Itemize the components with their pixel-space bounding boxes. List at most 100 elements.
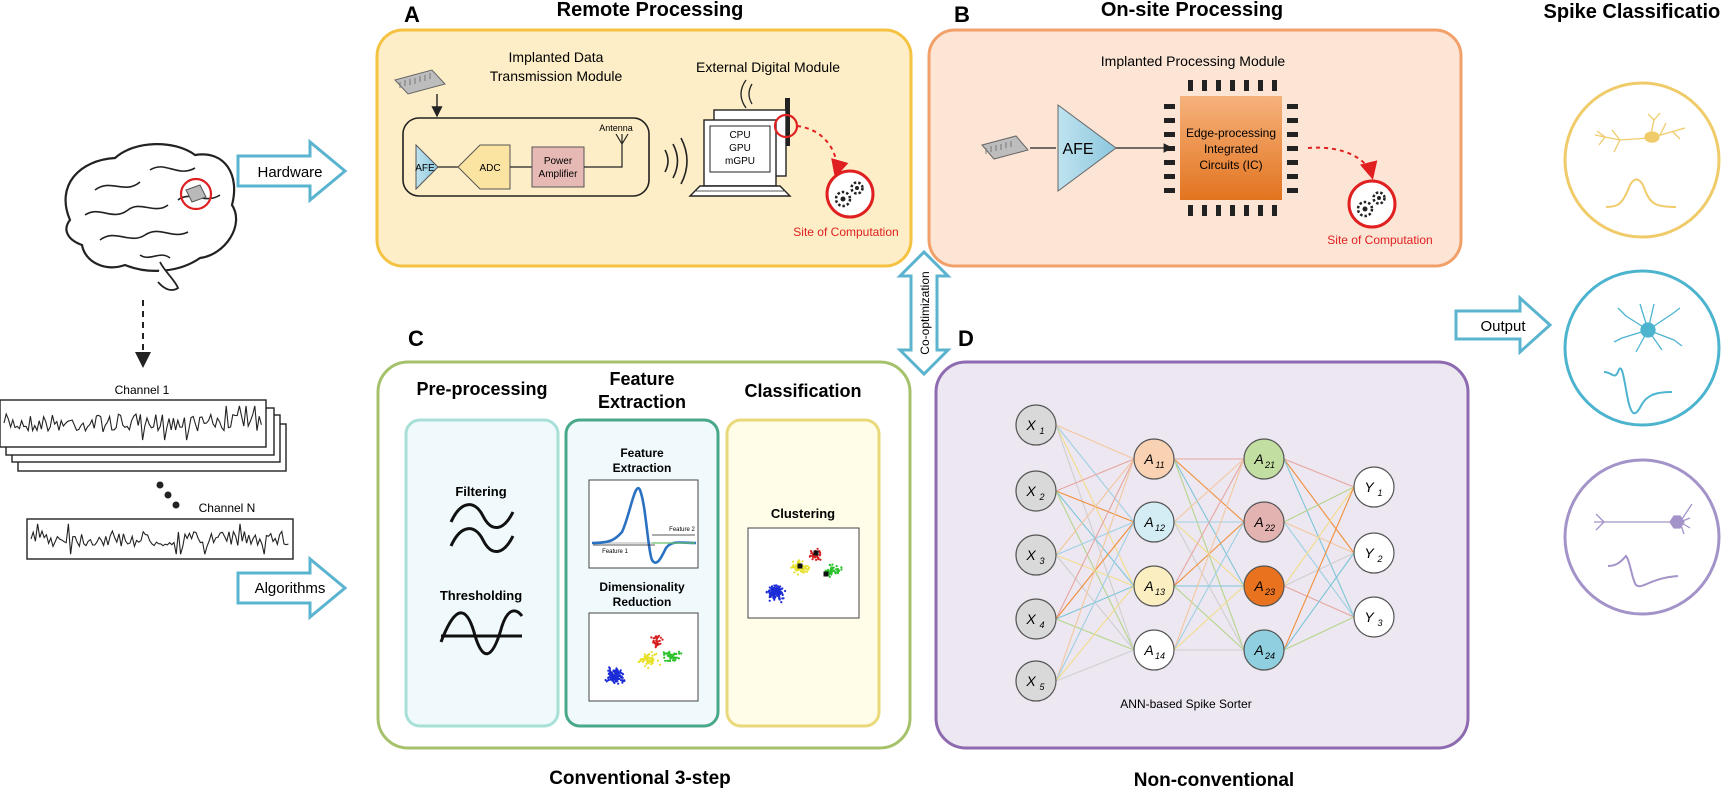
- scatter-point: [778, 595, 781, 598]
- scatter-point: [677, 650, 681, 654]
- nonconventional-title: Non-conventional: [1134, 770, 1294, 790]
- scatter-point: [798, 559, 801, 562]
- gpu-label: GPU: [729, 143, 751, 154]
- hidden2-subscript: 22: [1264, 523, 1275, 533]
- scatter-point: [658, 639, 661, 643]
- input-node: [1015, 534, 1057, 576]
- bipolar-neuron-icon: [1594, 503, 1693, 535]
- chip-pin: [1216, 205, 1221, 216]
- ann-edge: [1055, 424, 1135, 523]
- input-subscript: 4: [1039, 620, 1044, 630]
- scatter-point: [794, 567, 797, 570]
- ann-edge: [1055, 458, 1135, 682]
- hidden1-node: [1133, 501, 1175, 543]
- hidden2-label: A: [1253, 514, 1263, 530]
- classification-heading: Classification: [744, 381, 861, 401]
- scatter-point: [652, 641, 655, 644]
- chip-pin: [1287, 118, 1298, 123]
- scatter-point: [664, 652, 668, 655]
- scatter-point: [835, 565, 838, 568]
- implant-module-title-2: Transmission Module: [490, 68, 623, 84]
- hidden1-label: A: [1143, 451, 1153, 467]
- hidden1-node: [1133, 565, 1175, 607]
- ann-edge: [1055, 424, 1135, 651]
- scatter-point: [806, 565, 809, 568]
- cluster-centroid: [823, 571, 829, 577]
- ann-edge: [1055, 424, 1135, 587]
- output-subscript: 1: [1377, 488, 1382, 498]
- channel-ellipsis-dots: [156, 481, 180, 509]
- ann-edge: [1173, 585, 1245, 651]
- chip-pin: [1202, 80, 1207, 91]
- scatter-point: [609, 676, 612, 679]
- filtering-label: Filtering: [455, 484, 506, 499]
- chip-label-3: Circuits (IC): [1199, 158, 1262, 172]
- spike-type-other: [1563, 458, 1721, 616]
- input-node: [1015, 660, 1057, 702]
- scatter-point: [800, 570, 803, 574]
- feature-2-label: Feature 2: [669, 527, 695, 533]
- scatter-point: [791, 566, 794, 569]
- input-label: X: [1025, 611, 1036, 627]
- implanted-processing-module-title: Implanted Processing Module: [1101, 53, 1286, 69]
- scatter-point: [808, 566, 811, 569]
- chip-pin: [1287, 160, 1298, 165]
- hidden2-label: A: [1253, 451, 1263, 467]
- hidden1-label: A: [1143, 642, 1153, 658]
- chip-pin: [1164, 160, 1175, 165]
- scatter-point: [816, 555, 819, 558]
- power-amp-label-2: Amplifier: [539, 169, 579, 180]
- scatter-point: [806, 568, 809, 571]
- scatter-point: [816, 547, 819, 550]
- chip-pin: [1258, 80, 1263, 91]
- scatter-point: [678, 652, 681, 655]
- input-label: X: [1025, 483, 1036, 499]
- interneuron-icon: [1613, 303, 1683, 353]
- scatter-point: [609, 678, 613, 681]
- output-subscript: 3: [1377, 618, 1382, 628]
- chip-pin: [1287, 188, 1298, 193]
- scatter-point: [650, 663, 653, 666]
- channel-n-waveform: [30, 523, 289, 555]
- chip-pin: [1230, 80, 1235, 91]
- input-subscript: 3: [1039, 556, 1044, 566]
- scatter-point: [612, 680, 615, 684]
- chip-pin: [1244, 205, 1249, 216]
- input-label: X: [1025, 547, 1036, 563]
- scatter-point: [611, 673, 614, 676]
- red-dashed-arrow-a: [796, 125, 849, 178]
- scatter-point: [819, 553, 822, 556]
- scatter-point: [834, 572, 837, 575]
- scatter-point: [675, 652, 678, 656]
- scatter-point: [616, 669, 619, 672]
- scatter-point: [668, 650, 671, 653]
- ann-edge: [1173, 458, 1245, 523]
- power-antenna-wire: [584, 144, 623, 168]
- input-node: [1015, 470, 1057, 512]
- transmission-module-box: [402, 117, 650, 197]
- scatter-point: [773, 584, 776, 587]
- scatter-point: [836, 571, 839, 575]
- scatter-point: [828, 564, 832, 567]
- scatter-point: [784, 589, 787, 593]
- scatter-point: [778, 588, 781, 591]
- other-spike-waveform: [1607, 554, 1679, 588]
- preprocessing-card: [404, 418, 560, 728]
- scatter-point: [615, 678, 619, 681]
- scatter-point: [612, 669, 615, 672]
- scatter-point: [647, 666, 650, 670]
- scatter-point: [672, 653, 675, 656]
- fe-sub-2: Extraction: [613, 461, 672, 475]
- co-optimization-label: Co-optimization: [918, 271, 932, 354]
- scatter-point: [621, 679, 624, 682]
- chip-pin: [1164, 118, 1175, 123]
- scatter-point: [811, 558, 814, 561]
- scatter-point: [778, 590, 781, 593]
- gear-icon-b: [1347, 179, 1397, 229]
- scatter-point: [772, 588, 775, 591]
- cluster-centroid: [797, 563, 803, 569]
- scatter-point: [664, 659, 667, 662]
- dr-scatter-points: [604, 634, 683, 685]
- input-node: [1015, 404, 1057, 446]
- chip-pin: [1230, 205, 1235, 216]
